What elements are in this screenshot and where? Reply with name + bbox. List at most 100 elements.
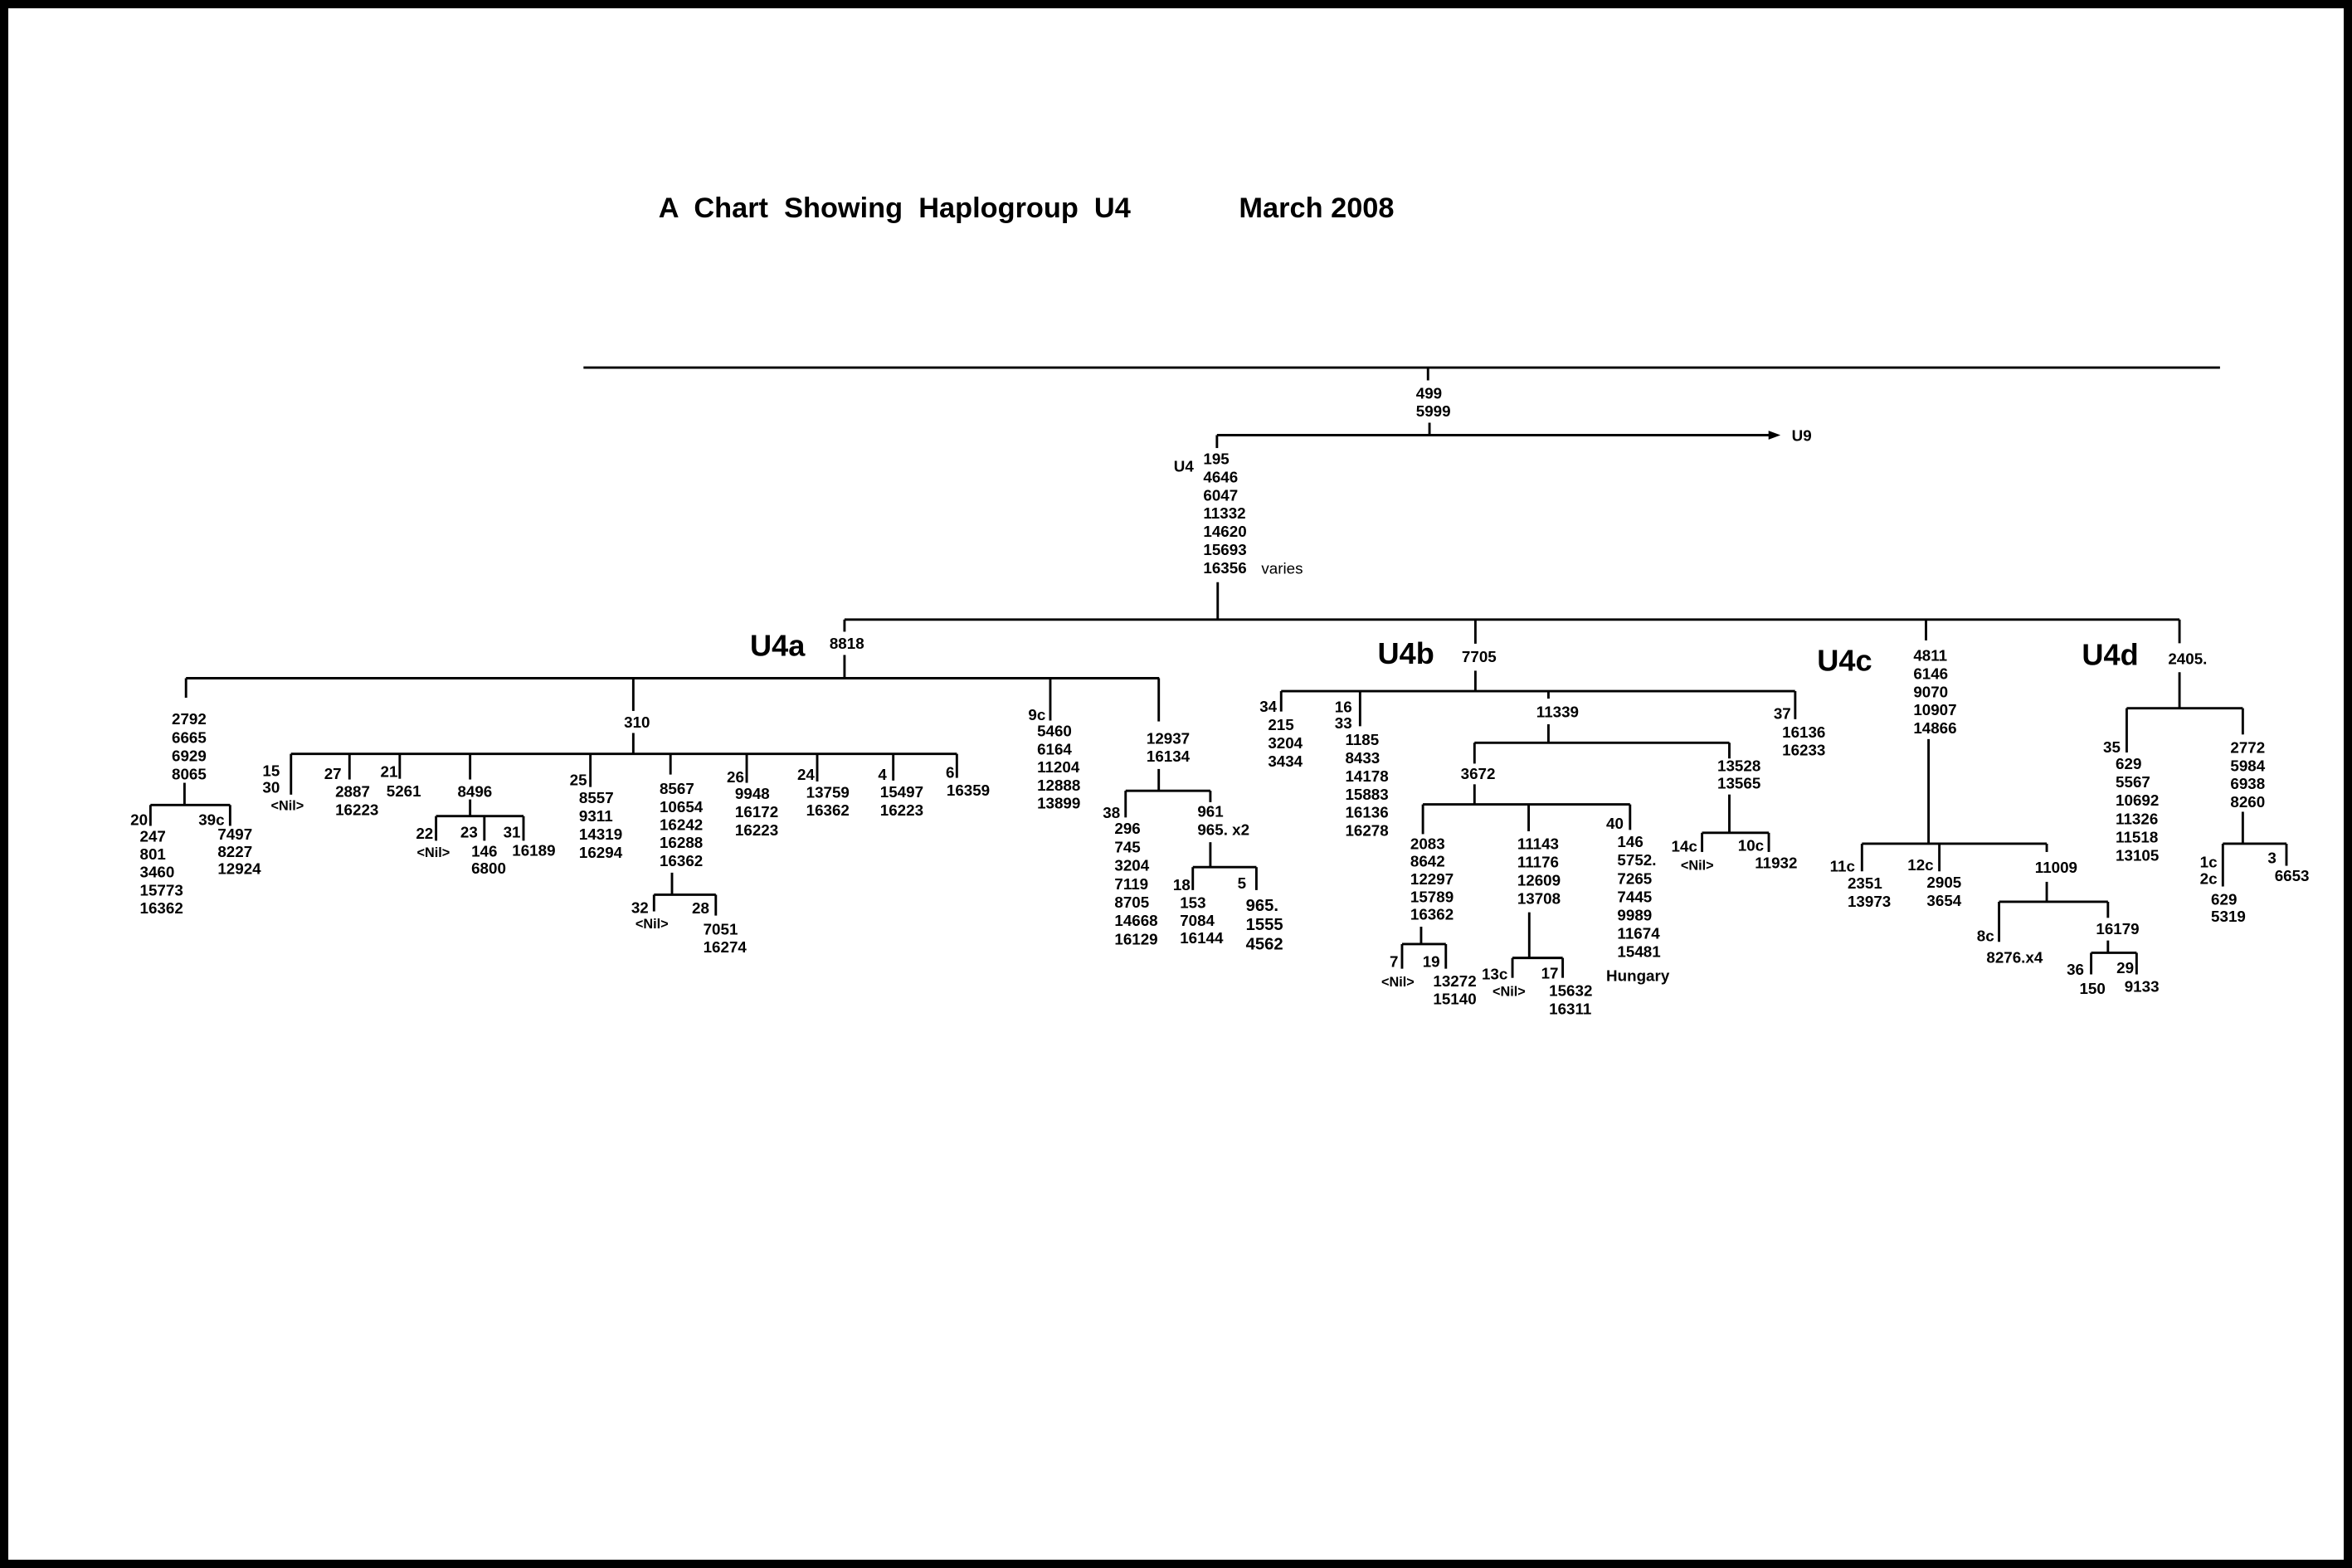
mutation-label-hungary: Hungary [1606, 967, 1670, 984]
mutation-label-n13528: 13565 [1717, 775, 1760, 792]
mutation-label-n26: 16223 [735, 821, 778, 839]
sample-label-s39c: 39c [198, 811, 224, 828]
sample-label-s15: 15 [262, 762, 280, 779]
sample-label-s12c: 12c [1907, 856, 1933, 874]
mutation-label-n29: 9133 [2125, 977, 2160, 995]
mutation-label-root: 5999 [1416, 402, 1451, 420]
mutation-label-n16: 14178 [1345, 767, 1388, 785]
mutation-label-n24: 13759 [806, 783, 850, 801]
mutation-label-u4: 11332 [1203, 504, 1245, 522]
mutation-label-m7705: 7705 [1462, 648, 1497, 665]
sample-label-s26: 26 [727, 768, 744, 786]
nil-label-nil15: <Nil> [271, 798, 304, 813]
mutation-label-n4811: 14866 [1913, 719, 1956, 737]
mutation-label-n11143: 12609 [1517, 871, 1561, 889]
mutation-label-n4811: 9070 [1913, 683, 1948, 700]
mutation-label-n6: 16359 [947, 782, 990, 799]
mutation-label-n3672: 3672 [1461, 765, 1496, 782]
clade-label-u4b: U4b [1378, 636, 1434, 670]
mutation-label-n21: 5261 [387, 782, 421, 800]
mutation-label-n12c: 2905 [1926, 874, 1961, 891]
sample-label-s5: 5 [1238, 874, 1246, 892]
mutation-label-n24: 16362 [806, 801, 850, 819]
mutation-label-n13528: 13528 [1717, 757, 1760, 775]
mutation-label-n40: 15481 [1617, 943, 1660, 961]
mutation-label-m8818: 8818 [830, 635, 864, 652]
mutation-label-n16: 8433 [1345, 749, 1380, 767]
mutation-label-n19: 13272 [1433, 972, 1476, 990]
mutation-label-n26: 16172 [735, 803, 778, 821]
mutation-label-root: 499 [1416, 384, 1442, 402]
mutation-label-n16179: 16179 [2096, 920, 2139, 937]
mutation-label-n16: 15883 [1345, 786, 1388, 803]
mutation-label-n17: 16311 [1549, 1000, 1591, 1017]
mutation-label-n11c: 13973 [1848, 893, 1891, 910]
chart-date: March 2008 [1239, 192, 1394, 224]
mutation-label-n8567: 8567 [660, 780, 694, 797]
mutation-label-n40: 146 [1617, 833, 1643, 850]
nil-label-nil14c: <Nil> [1681, 859, 1714, 874]
sample-label-s1c: 1c [2200, 853, 2218, 870]
mutation-label-n5: 4562 [1246, 935, 1283, 953]
mutation-label-n34: 215 [1268, 716, 1293, 733]
mutation-label-n11143: 11176 [1517, 853, 1559, 870]
mutation-label-n20: 247 [140, 827, 166, 845]
sample-label-s1c: 2c [2200, 869, 2218, 887]
mutation-label-n961: 961 [1197, 803, 1223, 821]
mutation-label-n27: 16223 [335, 801, 378, 819]
clade-label-u4d: U4d [2082, 638, 2138, 672]
mutation-label-n34: 3434 [1268, 752, 1303, 770]
mutation-label-n39c: 12924 [217, 860, 261, 878]
tree-branches [149, 366, 2288, 978]
mutation-label-n2792: 8065 [172, 765, 207, 782]
mutation-label-n34: 3204 [1268, 734, 1303, 752]
sample-label-s21: 21 [381, 762, 398, 780]
mutation-label-n11c: 2351 [1848, 874, 1882, 892]
sample-label-s36: 36 [2067, 961, 2084, 978]
sample-label-s17: 17 [1541, 965, 1559, 982]
mutation-label-n38: 3204 [1114, 857, 1149, 874]
mutation-label-n4811: 4811 [1913, 647, 1947, 665]
mutation-label-n2772: 8260 [2230, 793, 2265, 811]
sample-label-s20: 20 [130, 811, 148, 828]
mutation-label-n2772: 5984 [2230, 757, 2265, 774]
mutation-label-n36: 150 [2079, 980, 2105, 997]
mutation-label-n8567: 16288 [660, 834, 703, 851]
mutation-label-n39c: 7497 [217, 825, 252, 843]
mutation-label-n2083: 8642 [1410, 853, 1445, 870]
sample-label-s22: 22 [416, 825, 433, 842]
mutation-label-n38: 14668 [1114, 912, 1157, 929]
sample-label-s29: 29 [2116, 959, 2134, 976]
mutation-label-u4: 4646 [1203, 468, 1238, 485]
mutation-label-n20: 801 [140, 845, 166, 863]
sample-label-s16: 16 [1335, 699, 1352, 716]
sample-label-s28: 28 [692, 899, 709, 917]
sample-label-s19: 19 [1423, 952, 1440, 970]
sample-label-s32: 32 [631, 899, 649, 917]
chart-title: A Chart Showing Haplogroup U4 [659, 192, 1131, 224]
mutation-label-m2405: 2405. [2168, 650, 2207, 667]
mutation-label-n2083: 12297 [1410, 870, 1454, 888]
sample-label-s27: 27 [324, 765, 342, 782]
sample-label-s40: 40 [1606, 815, 1624, 832]
mutation-label-n35: 10692 [2116, 791, 2159, 809]
sample-label-s10c: 10c [1738, 836, 1764, 854]
mutation-label-u9: U9 [1792, 426, 1812, 444]
mutation-label-n35: 629 [2116, 755, 2141, 772]
mutation-label-n2772: 2772 [2230, 739, 2265, 757]
mutation-label-n8c: 8276.x4 [1986, 948, 2043, 966]
mutation-label-n37: 16233 [1782, 741, 1825, 758]
mutation-label-n35: 5567 [2116, 773, 2150, 791]
mutation-label-n31: 16189 [512, 841, 555, 859]
mutation-label-n40: 11674 [1617, 924, 1660, 942]
mutation-label-u4: 195 [1203, 450, 1229, 468]
mutation-label-varies: varies [1261, 559, 1303, 577]
mutation-label-n17: 15632 [1549, 982, 1592, 1000]
mutation-label-n9c: 11204 [1037, 758, 1080, 776]
mutation-label-n9c: 13899 [1037, 794, 1080, 811]
sample-label-s16: 33 [1335, 714, 1352, 732]
mutation-label-n23: 146 [471, 842, 497, 859]
mutation-label-n38: 745 [1114, 838, 1140, 855]
